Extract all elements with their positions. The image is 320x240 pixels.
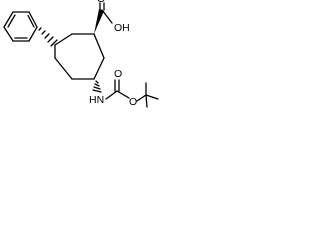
- phenyl-bond-6: [3, 26, 14, 42]
- carbonyl-oxygen-label: O: [97, 0, 105, 5]
- carbamate-c-o-bond: [116, 90, 130, 99]
- tert-butyl-group: [145, 82, 159, 108]
- tbutyl-methyl-right: [145, 94, 159, 100]
- n-carbonyl-bond: [105, 90, 118, 100]
- carbamate-group: [105, 79, 147, 102]
- hydroxyl-label: OH: [114, 22, 130, 34]
- phenyl-bond-1: [3, 11, 14, 28]
- amine-hashed-bond: [92, 80, 102, 93]
- phenyl-wedge-bond: [38, 27, 58, 47]
- ester-oxygen-label: O: [129, 96, 137, 108]
- boc-carbonyl-oxygen-label: O: [114, 68, 122, 80]
- phenyl-bond-4: [28, 26, 38, 42]
- phenyl-double-bond-1: [7, 14, 16, 28]
- phenyl-double-bond-2: [27, 14, 35, 28]
- carboxyl-wedge-bond: [94, 9, 104, 34]
- carboxylic-acid-group: [99, 2, 113, 24]
- ring-bond-6: [54, 57, 73, 80]
- molecule-structure: O OH HN O O: [3, 0, 159, 108]
- c-oh-bond: [101, 9, 113, 24]
- tbutyl-methyl-down: [145, 94, 148, 108]
- phenyl-bond-3: [28, 11, 38, 28]
- phenyl-ring: [3, 11, 38, 42]
- cyclohexane-ring: [54, 33, 105, 80]
- ring-bond-3: [93, 33, 105, 59]
- amide-nh-label: HN: [89, 94, 104, 106]
- o-tbutyl-bond: [136, 94, 147, 102]
- ring-bond-4: [93, 57, 105, 80]
- ring-bond-1: [54, 33, 73, 46]
